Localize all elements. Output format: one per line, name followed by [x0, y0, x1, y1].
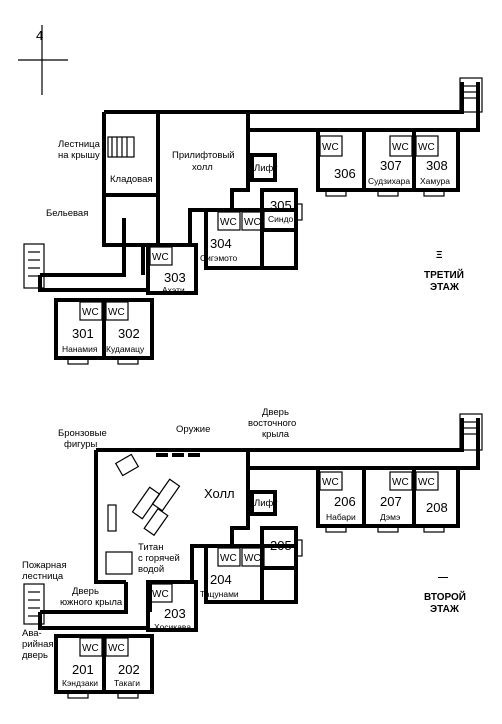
- fire-stairs-label-2: лестница: [22, 571, 64, 582]
- room-203-number: 203: [164, 606, 186, 621]
- room-304-name: Сигэмото: [200, 253, 238, 263]
- room-306-number: 306: [334, 166, 356, 181]
- room-201-number: 201: [72, 662, 94, 677]
- room-204-name: Тацунами: [200, 589, 239, 599]
- room-305-number: 305: [270, 198, 292, 213]
- room-304-number: 304: [210, 236, 232, 251]
- room-203-name: Хосикава: [154, 622, 191, 632]
- emergency-door-label-3: дверь: [22, 650, 48, 661]
- room-207-number: 207: [380, 494, 402, 509]
- south-door-label-2: южного крыла: [60, 597, 123, 608]
- room-208-number: 208: [426, 500, 448, 515]
- wc-206: WC: [322, 477, 339, 488]
- room-202-name: Такаги: [114, 678, 140, 688]
- room-301-name: Нанамия: [62, 344, 98, 354]
- lift-hall-label-2: холл: [192, 162, 213, 173]
- second-floor-roman: —: [438, 572, 448, 583]
- wc-202: WC: [108, 643, 125, 654]
- third-lift-label: Лифт: [254, 163, 278, 174]
- linen-label: Бельевая: [46, 208, 88, 219]
- room-206-number: 206: [334, 494, 356, 509]
- weapons-label: Оружие: [176, 424, 210, 435]
- east-door-label-1: Дверь: [262, 407, 289, 418]
- roof-stairs-label-1: Лестница: [58, 139, 101, 150]
- lift-hall-label-1: Прилифтовый: [172, 150, 235, 161]
- third-nw-stairs: [23, 243, 45, 289]
- second-lift-label: Лифт: [254, 498, 278, 509]
- east-door-label-3: крыла: [262, 429, 290, 440]
- emergency-door-label-1: Ава-: [22, 628, 42, 639]
- wc-205: WC: [244, 553, 261, 564]
- wc-207: WC: [392, 477, 409, 488]
- storage-label: Кладовая: [110, 174, 153, 185]
- emergency-door-label-2: рийная: [22, 639, 54, 650]
- wc-301: WC: [82, 307, 99, 318]
- fire-stairs-label-1: Пожарная: [22, 560, 67, 571]
- wc-306: WC: [322, 142, 339, 153]
- room-207-name: Дэмэ: [380, 512, 400, 522]
- north-marker-label: 4: [36, 28, 43, 43]
- room-307-number: 307: [380, 158, 402, 173]
- room-201-name: Кэндзаки: [62, 678, 98, 688]
- roof-stairs: [107, 136, 135, 158]
- room-305-name: Синдо: [268, 214, 294, 224]
- wc-203: WC: [152, 589, 169, 600]
- third-floor-label-1: ТРЕТИЙ: [424, 268, 464, 281]
- room-206-name: Набари: [326, 512, 356, 522]
- fire-stairs: [23, 583, 45, 625]
- titan-label-2: с горячей: [138, 553, 180, 564]
- south-door-label-1: Дверь: [72, 586, 99, 597]
- roof-stairs-label-2: на крышу: [58, 150, 100, 161]
- third-floor-label-2: ЭТАЖ: [430, 282, 460, 293]
- east-door-label-2: восточного: [248, 418, 296, 429]
- third-ne-stairs: [459, 77, 483, 113]
- wc-307: WC: [392, 142, 409, 153]
- room-205-number: 205: [270, 538, 292, 553]
- wc-303: WC: [152, 252, 169, 263]
- bronze-label-2: фигуры: [64, 439, 98, 450]
- second-ne-stairs: [459, 413, 483, 451]
- room-308-name: Хамура: [420, 176, 450, 186]
- wc-305: WC: [244, 217, 261, 228]
- wc-204: WC: [220, 553, 237, 564]
- hall-label: Холл: [204, 486, 235, 501]
- room-202-number: 202: [118, 662, 140, 677]
- room-301-number: 301: [72, 326, 94, 341]
- wc-201: WC: [82, 643, 99, 654]
- room-204-number: 204: [210, 572, 232, 587]
- wc-302: WC: [108, 307, 125, 318]
- titan-label-3: водой: [138, 564, 164, 575]
- bronze-label-1: Бронзовые: [58, 428, 107, 439]
- wc-208: WC: [418, 477, 435, 488]
- room-303-number: 303: [164, 270, 186, 285]
- room-302-name: Кудамацу: [106, 344, 145, 354]
- room-303-name: Ахэти: [162, 285, 185, 295]
- third-floor-roman: Ξ: [436, 250, 443, 261]
- room-308-number: 308: [426, 158, 448, 173]
- room-302-number: 302: [118, 326, 140, 341]
- second-floor-plan: Лифт WC WC WC: [22, 407, 483, 699]
- second-floor-label-2: ЭТАЖ: [430, 604, 460, 615]
- wc-304: WC: [220, 217, 237, 228]
- second-floor-label-1: ВТОРОЙ: [424, 590, 466, 603]
- third-floor-plan: Лифт WC WC WC WC WC: [23, 77, 483, 365]
- room-307-name: Судзихара: [368, 176, 410, 186]
- wc-308: WC: [418, 142, 435, 153]
- titan-label-1: Титан: [138, 542, 163, 553]
- north-marker: 4: [18, 25, 68, 95]
